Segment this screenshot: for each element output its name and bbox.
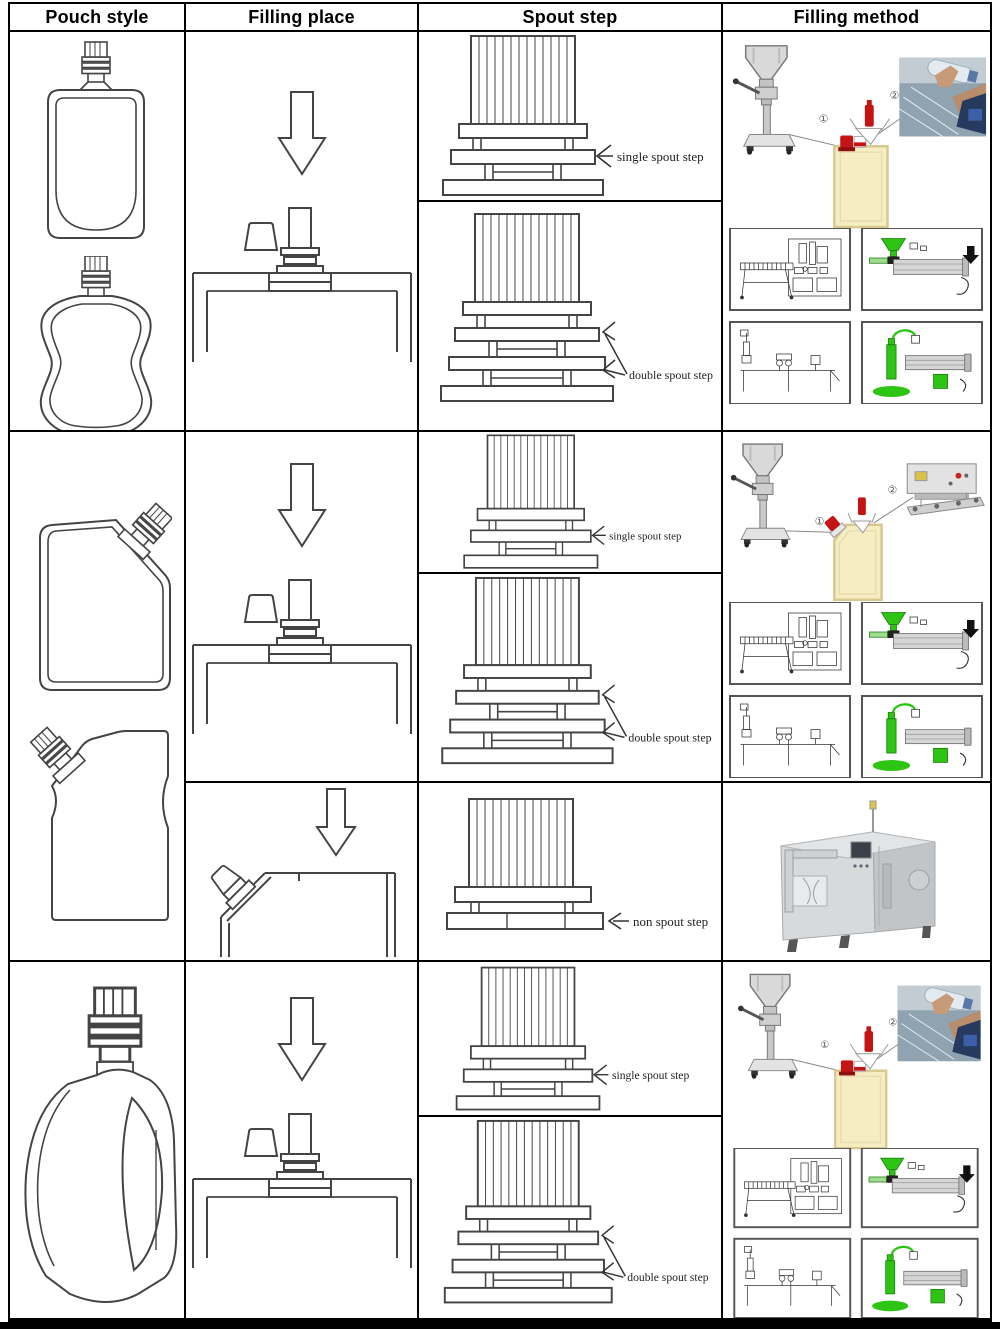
cell-spout-step-row3-double: double spout step bbox=[419, 1117, 723, 1320]
machine-options-grid bbox=[724, 228, 988, 404]
header-filling-place: Filling place bbox=[186, 4, 419, 32]
filler-and-band-sealer-composite: ① ② bbox=[729, 442, 985, 602]
top-fill-diagram bbox=[192, 91, 412, 362]
handle-spout-pouch-drawing bbox=[24, 986, 178, 1303]
bottom-border-bar bbox=[0, 1322, 1000, 1329]
single-spout-step-label: single spout step bbox=[612, 1069, 689, 1082]
step2-marker: ② bbox=[888, 483, 898, 496]
top-fill-diagram bbox=[192, 997, 412, 1268]
non-spout-step-label: non spout step bbox=[633, 914, 708, 929]
left-arrow-icon bbox=[607, 912, 629, 930]
header-pouch-style: Pouch style bbox=[10, 4, 186, 32]
rotary-packing-machine-photo bbox=[780, 800, 936, 952]
single-spout-step-diagram: single spout step bbox=[463, 434, 681, 569]
double-spout-step-diagram: double spout step bbox=[443, 1119, 709, 1304]
header-filling-method: Filling method bbox=[723, 4, 990, 32]
cell-filling-place-row2-corner bbox=[186, 783, 419, 962]
cell-filling-method-row2-top: ① ② bbox=[723, 432, 990, 783]
double-arrow-icon bbox=[601, 321, 628, 379]
cell-filling-method-row2-rotary bbox=[723, 783, 990, 962]
header-filling-place-label: Filling place bbox=[248, 6, 355, 27]
header-filling-method-label: Filling method bbox=[793, 6, 920, 27]
left-arrow-icon bbox=[592, 1064, 609, 1086]
machine-options-grid bbox=[724, 602, 988, 778]
down-arrow-icon bbox=[277, 91, 327, 176]
header-pouch-style-label: Pouch style bbox=[45, 6, 149, 27]
cell-filling-place-row1 bbox=[186, 32, 419, 432]
standup-spout-pouch-drawing bbox=[47, 41, 145, 239]
single-spout-step-diagram: single spout step bbox=[442, 35, 704, 196]
double-spout-step-label: double spout step bbox=[629, 368, 713, 382]
top-fill-diagram bbox=[192, 463, 412, 734]
manual-filling-composite bbox=[724, 965, 988, 1150]
left-arrow-icon bbox=[595, 144, 613, 168]
machine-options-grid bbox=[724, 1148, 988, 1318]
step1-marker: ① bbox=[815, 515, 825, 528]
double-arrow-icon bbox=[601, 684, 628, 741]
cell-spout-step-row2-single: single spout step bbox=[419, 432, 723, 574]
down-arrow-icon bbox=[315, 788, 357, 857]
cell-spout-step-row2-double: double spout step bbox=[419, 574, 723, 783]
cell-filling-place-row2-top bbox=[186, 432, 419, 783]
down-arrow-icon bbox=[277, 997, 327, 1082]
spec-table: Pouch style Filling place Spout step Fil… bbox=[8, 2, 992, 1322]
double-spout-step-label: double spout step bbox=[628, 730, 711, 744]
header-spout-step-label: Spout step bbox=[522, 6, 618, 27]
single-spout-step-label: single spout step bbox=[609, 531, 681, 543]
single-spout-step-label: single spout step bbox=[617, 149, 704, 164]
down-arrow-icon bbox=[277, 463, 327, 548]
corner-fill-diagram bbox=[210, 788, 396, 957]
double-arrow-icon bbox=[600, 1225, 626, 1281]
double-spout-step-label: double spout step bbox=[627, 1271, 709, 1284]
corner-spout-pouch-left-drawing bbox=[27, 724, 169, 921]
double-spout-step-diagram: double spout step bbox=[440, 213, 713, 402]
cell-spout-step-row1-single: single spout step bbox=[419, 32, 723, 202]
cell-pouch-style-row1 bbox=[10, 32, 186, 432]
left-arrow-icon bbox=[591, 525, 606, 546]
cell-filling-method-row3 bbox=[723, 962, 990, 1320]
header-spout-step: Spout step bbox=[419, 4, 723, 32]
cell-pouch-style-row3 bbox=[10, 962, 186, 1320]
cell-spout-step-row3-single: single spout step bbox=[419, 962, 723, 1117]
double-spout-step-diagram: double spout step bbox=[441, 576, 712, 765]
cell-pouch-style-row2 bbox=[10, 432, 186, 962]
corner-spout-pouch-right-drawing bbox=[39, 500, 172, 691]
cell-spout-step-row1-double: double spout step bbox=[419, 202, 723, 432]
manual-filling-composite bbox=[724, 35, 988, 230]
cell-filling-method-row1 bbox=[723, 32, 990, 432]
cell-spout-step-row2-non: non spout step bbox=[419, 783, 723, 962]
contour-spout-pouch-drawing bbox=[39, 256, 153, 430]
non-spout-step-diagram: non spout step bbox=[446, 798, 708, 930]
band-sealer-machine bbox=[906, 463, 985, 516]
cell-filling-place-row3 bbox=[186, 962, 419, 1320]
single-spout-step-diagram: single spout step bbox=[455, 966, 689, 1111]
